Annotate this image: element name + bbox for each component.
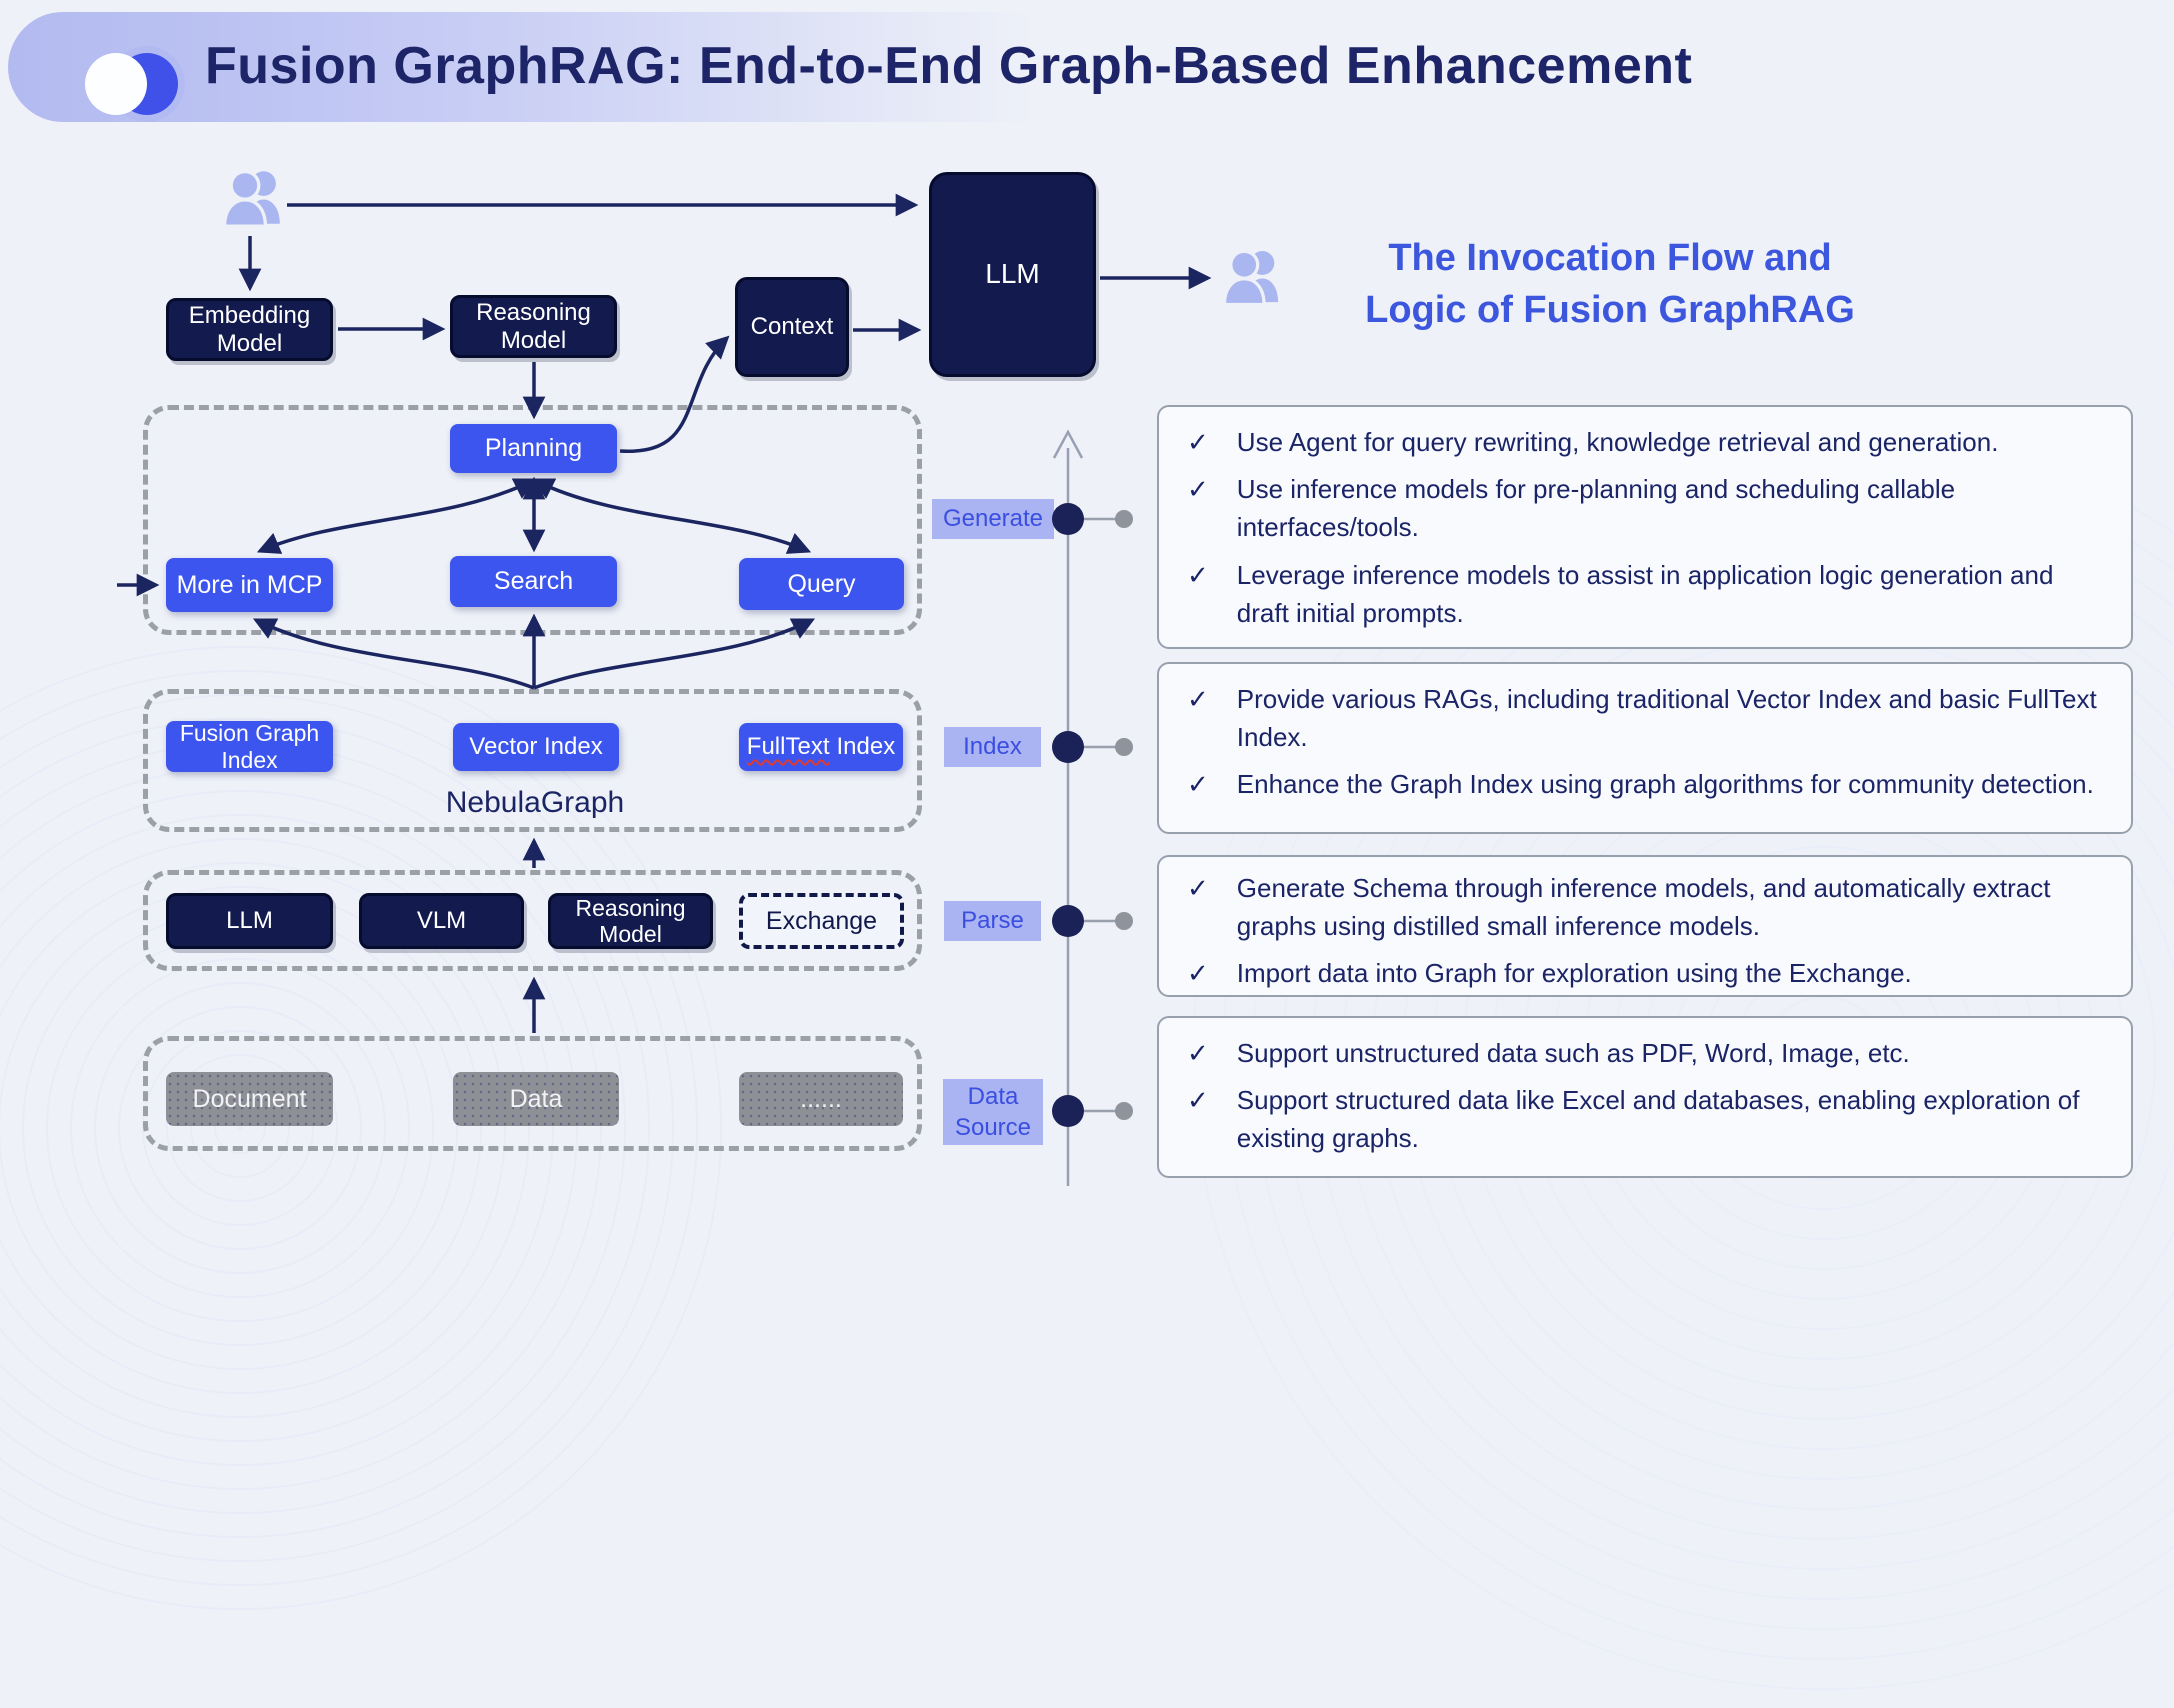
- node-fusion-graph-index: Fusion Graph Index: [166, 720, 333, 773]
- axis-label-parse: Parse: [944, 901, 1041, 941]
- panel-bullet: ✓ Generate Schema through inference mode…: [1187, 869, 2103, 945]
- panel-generate: ✓ Use Agent for query rewriting, knowled…: [1157, 405, 2133, 649]
- panel-bullet: ✓ Import data into Graph for exploration…: [1187, 954, 2103, 992]
- parse-group: [143, 870, 922, 971]
- index-word: Index: [836, 733, 896, 760]
- axis-label-index: Index: [944, 727, 1041, 767]
- panel-bullet: ✓ Support structured data like Excel and…: [1187, 1081, 2103, 1157]
- node-embedding-model: Embedding Model: [166, 298, 333, 361]
- node-vector-index: Vector Index: [453, 723, 619, 771]
- node-ellipsis: ......: [739, 1072, 903, 1126]
- node-document: Document: [166, 1072, 333, 1126]
- nebulagraph-caption: NebulaGraph: [445, 786, 625, 819]
- timeline-connectors: [1068, 517, 1118, 1113]
- node-reasoning-model-parser: Reasoning Model: [548, 893, 713, 949]
- users-icon: [222, 169, 280, 228]
- check-icon: ✓: [1187, 559, 1209, 590]
- toggle-logo-icon: [85, 53, 147, 115]
- check-icon: ✓: [1187, 958, 1209, 989]
- node-reasoning-model: Reasoning Model: [450, 295, 617, 358]
- node-llm-parser: LLM: [166, 893, 333, 949]
- node-context: Context: [735, 277, 849, 377]
- panel-bullet: ✓ Use Agent for query rewriting, knowled…: [1187, 423, 2103, 461]
- panel-data-source: ✓ Support unstructured data such as PDF,…: [1157, 1016, 2133, 1178]
- panel-bullet: ✓ Enhance the Graph Index using graph al…: [1187, 765, 2103, 803]
- panel-bullet: ✓ Use inference models for pre-planning …: [1187, 470, 2103, 546]
- node-exchange: Exchange: [739, 893, 904, 949]
- check-icon: ✓: [1187, 1085, 1209, 1116]
- timeline-axis: [1052, 429, 1084, 1186]
- panel-bullet: ✓ Support unstructured data such as PDF,…: [1187, 1034, 2103, 1072]
- timeline-dots: [1052, 503, 1084, 1127]
- panel-bullet: ✓ Leverage inference models to assist in…: [1187, 556, 2103, 632]
- axis-label-data-source: Data Source: [943, 1079, 1043, 1145]
- node-llm: LLM: [929, 172, 1096, 377]
- node-vlm: VLM: [359, 893, 524, 949]
- node-planning: Planning: [450, 424, 617, 473]
- page-title: Fusion GraphRAG: End-to-End Graph-Based …: [205, 37, 1693, 95]
- panel-parse: ✓ Generate Schema through inference mode…: [1157, 855, 2133, 997]
- check-icon: ✓: [1187, 873, 1209, 903]
- panel-bullet: ✓ Provide various RAGs, including tradit…: [1187, 680, 2103, 756]
- slide-canvas: Fusion GraphRAG: End-to-End Graph-Based …: [0, 12, 2174, 1708]
- users-icon: [1222, 249, 1279, 307]
- node-more-in-mcp: More in MCP: [166, 558, 333, 612]
- axis-label-generate: Generate: [932, 499, 1054, 539]
- check-icon: ✓: [1187, 427, 1209, 457]
- check-icon: ✓: [1187, 1038, 1209, 1068]
- timeline-end-dots: [1115, 510, 1133, 1120]
- node-query: Query: [739, 558, 904, 610]
- right-heading: The Invocation Flow and Logic of Fusion …: [1365, 237, 1855, 332]
- node-search: Search: [450, 556, 617, 607]
- data-source-group: [143, 1036, 922, 1151]
- node-data: Data: [453, 1072, 619, 1126]
- fulltext-word: FullText: [746, 733, 830, 760]
- check-icon: ✓: [1187, 684, 1209, 714]
- panel-index: ✓ Provide various RAGs, including tradit…: [1157, 662, 2133, 834]
- check-icon: ✓: [1187, 769, 1209, 800]
- title-banner: [8, 12, 1292, 122]
- index-group: [143, 689, 922, 832]
- check-icon: ✓: [1187, 474, 1209, 505]
